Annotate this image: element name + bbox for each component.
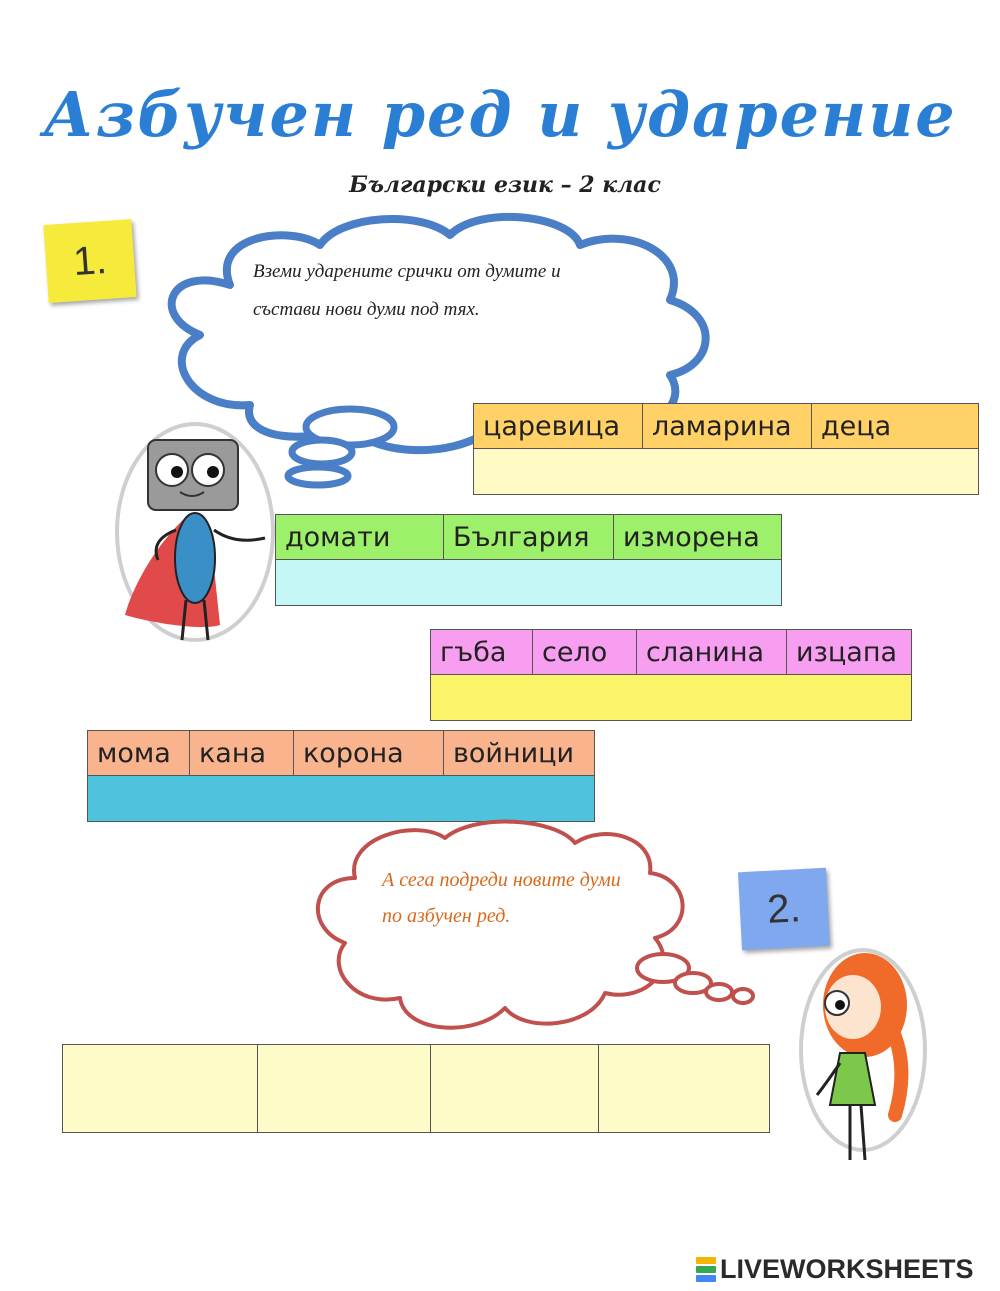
word-cell: гъба [431, 630, 533, 675]
word-cell: царевица [474, 404, 643, 449]
ordered-answer-input-1[interactable] [63, 1045, 258, 1132]
answer-input-2[interactable] [276, 560, 781, 605]
thought-bubble-2 [316, 819, 755, 1030]
word-cell: войници [444, 731, 594, 776]
word-row: домати България изморена [276, 515, 781, 560]
word-cell: мома [88, 731, 190, 776]
word-row: царевица ламарина деца [474, 404, 978, 449]
logo-text: LIVEWORKSHEETS [720, 1254, 974, 1284]
word-cell: домати [276, 515, 444, 560]
liveworksheets-logo-icon [696, 1256, 716, 1283]
word-cell: сланина [637, 630, 787, 675]
page-subtitle: Български език – 2 клас [349, 172, 661, 198]
task-2-number: 2. [766, 885, 802, 932]
word-cell: кана [190, 731, 294, 776]
word-row: мома кана корона войници [88, 731, 594, 776]
girl-illustration [799, 948, 927, 1161]
robot-illustration [115, 422, 275, 642]
ordered-answer-input-2[interactable] [258, 1045, 431, 1132]
word-row: гъба село сланина изцапа [431, 630, 911, 675]
word-cell: ламарина [643, 404, 812, 449]
word-table-4: мома кана корона войници [87, 730, 595, 822]
word-cell: корона [294, 731, 444, 776]
word-cell: деца [812, 404, 978, 449]
answer-input-3[interactable] [431, 675, 911, 720]
word-table-2: домати България изморена [275, 514, 782, 606]
task-1-instruction: Вземи ударените срички от думите и съста… [253, 261, 561, 320]
task-1-number: 1. [71, 237, 109, 284]
task-2-number-note: 2. [738, 867, 830, 951]
word-table-3: гъба село сланина изцапа [430, 629, 912, 721]
answer-input-4[interactable] [88, 776, 594, 821]
word-cell: изморена [614, 515, 781, 560]
task-1-number-note: 1. [43, 219, 137, 303]
word-cell: село [533, 630, 637, 675]
liveworksheets-logo: LIVEWORKSHEETS [696, 1254, 974, 1285]
ordered-answer-input-3[interactable] [431, 1045, 599, 1132]
alphabetical-order-answers [62, 1044, 770, 1133]
page-title: Азбучен ред и ударение [43, 78, 957, 151]
answer-input-1[interactable] [474, 449, 978, 494]
task-2-instruction: А сега подреди новите думи по азбучен ре… [382, 869, 621, 927]
word-table-1: царевица ламарина деца [473, 403, 979, 495]
word-cell: изцапа [787, 630, 911, 675]
word-cell: България [444, 515, 614, 560]
ordered-answer-input-4[interactable] [599, 1045, 769, 1132]
